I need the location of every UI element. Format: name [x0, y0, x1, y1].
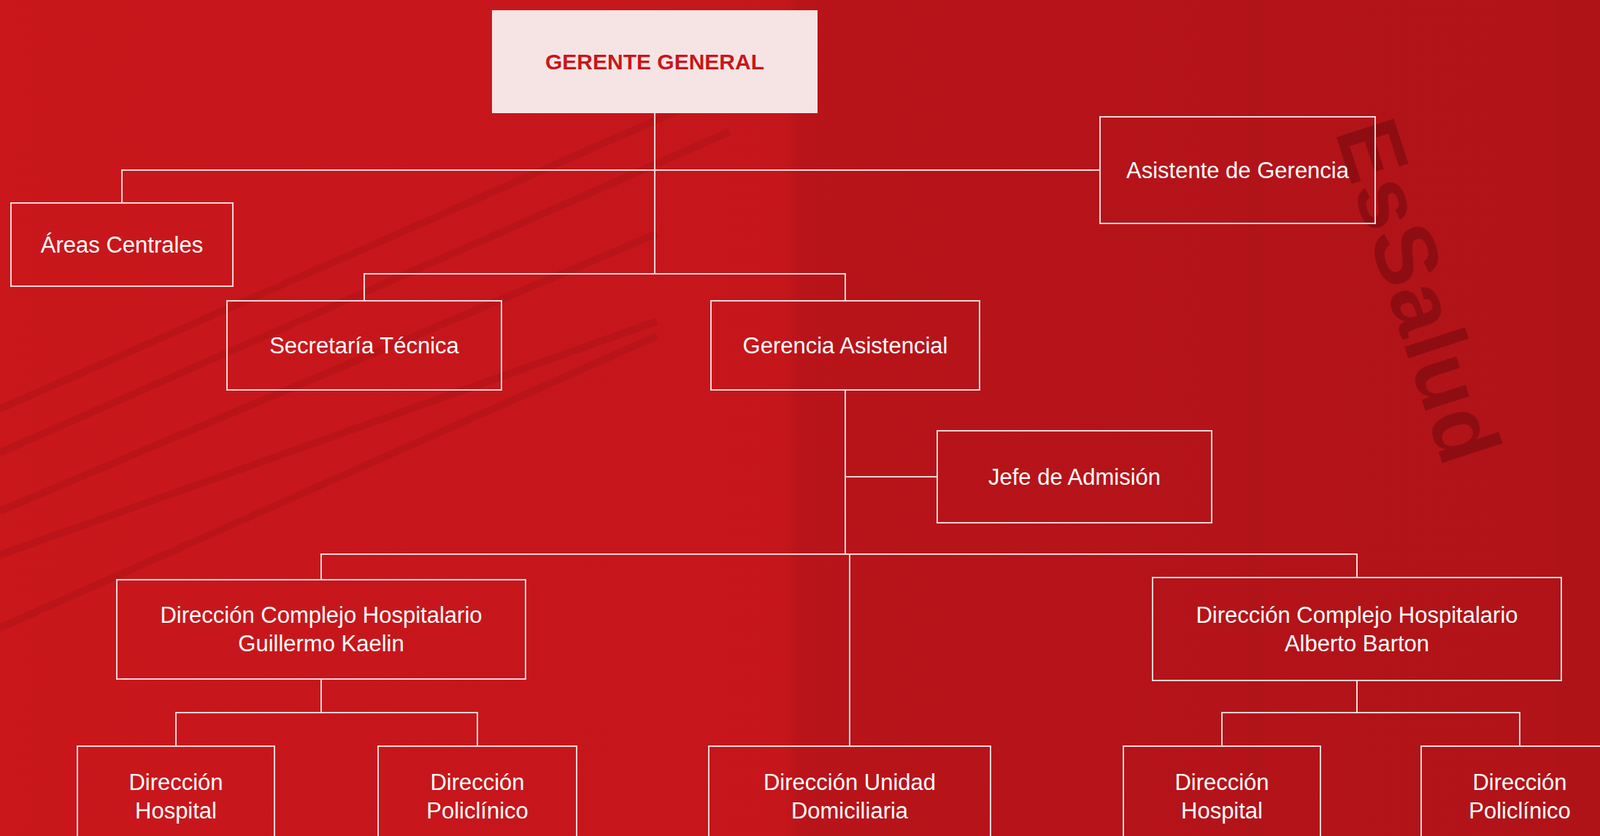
- org-box: Jefe de Admisión: [936, 429, 1213, 524]
- box-label: Dirección Complejo Hospitalario Alberto …: [1153, 600, 1561, 658]
- org-box: Dirección Hospital: [1122, 745, 1322, 836]
- box-label: Asistente de Gerencia: [1113, 156, 1363, 185]
- box-label: Dirección Hospital: [78, 767, 274, 825]
- org-connector: [845, 390, 850, 746]
- org-box: Secretaría Técnica: [226, 300, 503, 391]
- org-box: Gerencia Asistencial: [710, 300, 981, 391]
- box-label: Jefe de Admisión: [975, 462, 1174, 492]
- box-label: Dirección Unidad Domiciliaria: [709, 767, 990, 825]
- org-connector: [1221, 681, 1357, 746]
- top-manager-box: GERENTE GENERAL: [491, 10, 818, 114]
- org-connector: [654, 113, 846, 300]
- box-label: Secretaría Técnica: [256, 331, 473, 360]
- box-label: Dirección Policlínico: [1421, 767, 1600, 825]
- box-label: Gerencia Asistencial: [729, 331, 962, 360]
- org-box: Áreas Centrales: [10, 202, 234, 287]
- org-connector: [121, 113, 655, 203]
- org-connector: [845, 390, 937, 477]
- org-connector: [175, 679, 322, 746]
- box-label: GERENTE GENERAL: [532, 47, 778, 76]
- org-box: Dirección Complejo Hospitalario Guillerm…: [116, 578, 527, 680]
- org-box: Dirección Policlínico: [1420, 745, 1600, 836]
- org-box: Dirección Complejo Hospitalario Alberto …: [1151, 576, 1563, 682]
- org-connector: [364, 113, 655, 300]
- org-box: Dirección Hospital: [76, 745, 276, 836]
- org-box: Dirección Unidad Domiciliaria: [708, 745, 992, 836]
- box-label: Dirección Complejo Hospitalario Guillerm…: [117, 600, 525, 658]
- org-connector: [1356, 681, 1520, 746]
- box-label: Dirección Policlínico: [378, 767, 576, 825]
- org-connector: [845, 390, 1357, 577]
- org-box: Asistente de Gerencia: [1099, 116, 1376, 225]
- box-label: Dirección Hospital: [1124, 767, 1320, 825]
- box-label: Áreas Centrales: [27, 230, 217, 260]
- org-connector: [654, 113, 1100, 171]
- org-connector: [321, 390, 846, 579]
- org-connector: [321, 679, 478, 746]
- org-box: Dirección Policlínico: [377, 745, 578, 836]
